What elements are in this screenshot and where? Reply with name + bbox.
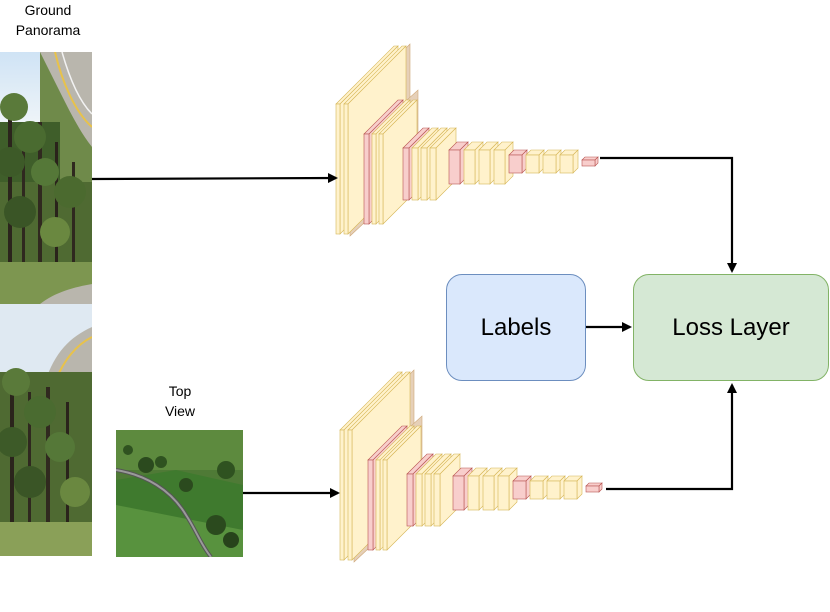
top-net-layer-6-front <box>424 473 432 527</box>
top-net-pool-1-front <box>367 459 374 551</box>
ground-net-pool-1-front <box>363 133 370 225</box>
top-view-label: Top View <box>140 381 220 421</box>
top-net-layer-12-front <box>546 480 561 500</box>
ground-net-layer-12-front <box>542 154 557 174</box>
top-net-layer-4-front <box>382 459 388 551</box>
top-net-pool-4-front <box>512 480 527 500</box>
top-net-layer-9-front <box>482 475 495 511</box>
top-net-layer-5-front <box>415 473 423 527</box>
ground-net-pool-4-front <box>508 154 523 174</box>
ground-net-output-front <box>581 159 596 167</box>
ground-panorama-label: Ground Panorama <box>0 0 96 40</box>
ground-net-layer-11-front <box>525 154 540 174</box>
loss-layer-block: Loss Layer <box>633 274 829 381</box>
top-view-label-line2: View <box>164 403 196 419</box>
ground-net-layer-8-front <box>463 149 476 185</box>
ground-net-layer-3-front <box>371 133 377 225</box>
top-net-layer-3-front <box>375 459 381 551</box>
ground-net-layer-7-front <box>429 147 437 201</box>
top-net-pool-4 <box>512 475 532 500</box>
ground-panorama-image <box>0 52 92 556</box>
ground-net-layer-9-front <box>478 149 491 185</box>
ground-net-layer-1-front <box>335 103 341 235</box>
top-net-layer-13-front <box>563 480 578 500</box>
ground-net-layer-5-front <box>411 147 419 201</box>
top-net-layer-2-front <box>347 429 353 561</box>
arrow-ground-network-to-loss <box>600 156 737 273</box>
top-net-pool-2-front <box>406 473 414 527</box>
arrow-top-network-to-loss <box>606 383 737 491</box>
top-net-layer-13 <box>563 475 583 500</box>
ground-net-layer-13 <box>559 149 579 174</box>
top-net-output-front <box>585 485 600 493</box>
labels-block: Labels <box>446 274 586 381</box>
top-view-image <box>116 430 243 557</box>
ground-net-output <box>581 156 599 167</box>
top-net-layer-7-front <box>433 473 441 527</box>
top-net-pool-3-front <box>452 475 465 511</box>
top-view-label-line1: Top <box>168 383 192 399</box>
ground-net-pool-4 <box>508 149 528 174</box>
arrow-ground-to-network <box>91 173 338 184</box>
ground-panorama-label-line2: Panorama <box>15 22 81 38</box>
ground-net-layer-13-front <box>559 154 574 174</box>
ground-net-layer-2-front <box>343 103 349 235</box>
top-net-layer-11 <box>529 475 549 500</box>
ground-net-layer-10-front <box>493 149 506 185</box>
top-net-layer-10-front <box>497 475 510 511</box>
ground-net-layer-4-front <box>378 133 384 225</box>
top-net-layer-8-front <box>467 475 480 511</box>
ground-net-pool-3-front <box>448 149 461 185</box>
ground-net-layer-6-front <box>420 147 428 201</box>
loss-layer-block-text: Loss Layer <box>672 313 790 341</box>
ground-panorama-label-line1: Ground <box>24 2 72 18</box>
top-net-output <box>585 482 603 493</box>
top-net-layer-11-front <box>529 480 544 500</box>
top-net-layer-1-front <box>339 429 345 561</box>
labels-block-text: Labels <box>480 313 552 341</box>
ground-net-pool-2-front <box>402 147 410 201</box>
